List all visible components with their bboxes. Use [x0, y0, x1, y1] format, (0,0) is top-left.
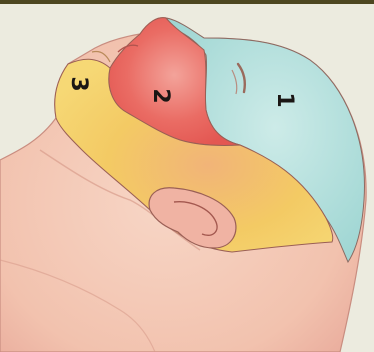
region-label-3: 3	[66, 76, 91, 91]
top-band	[0, 0, 374, 4]
region-label-1: 1	[272, 92, 297, 107]
region-label-2: 2	[148, 88, 173, 103]
